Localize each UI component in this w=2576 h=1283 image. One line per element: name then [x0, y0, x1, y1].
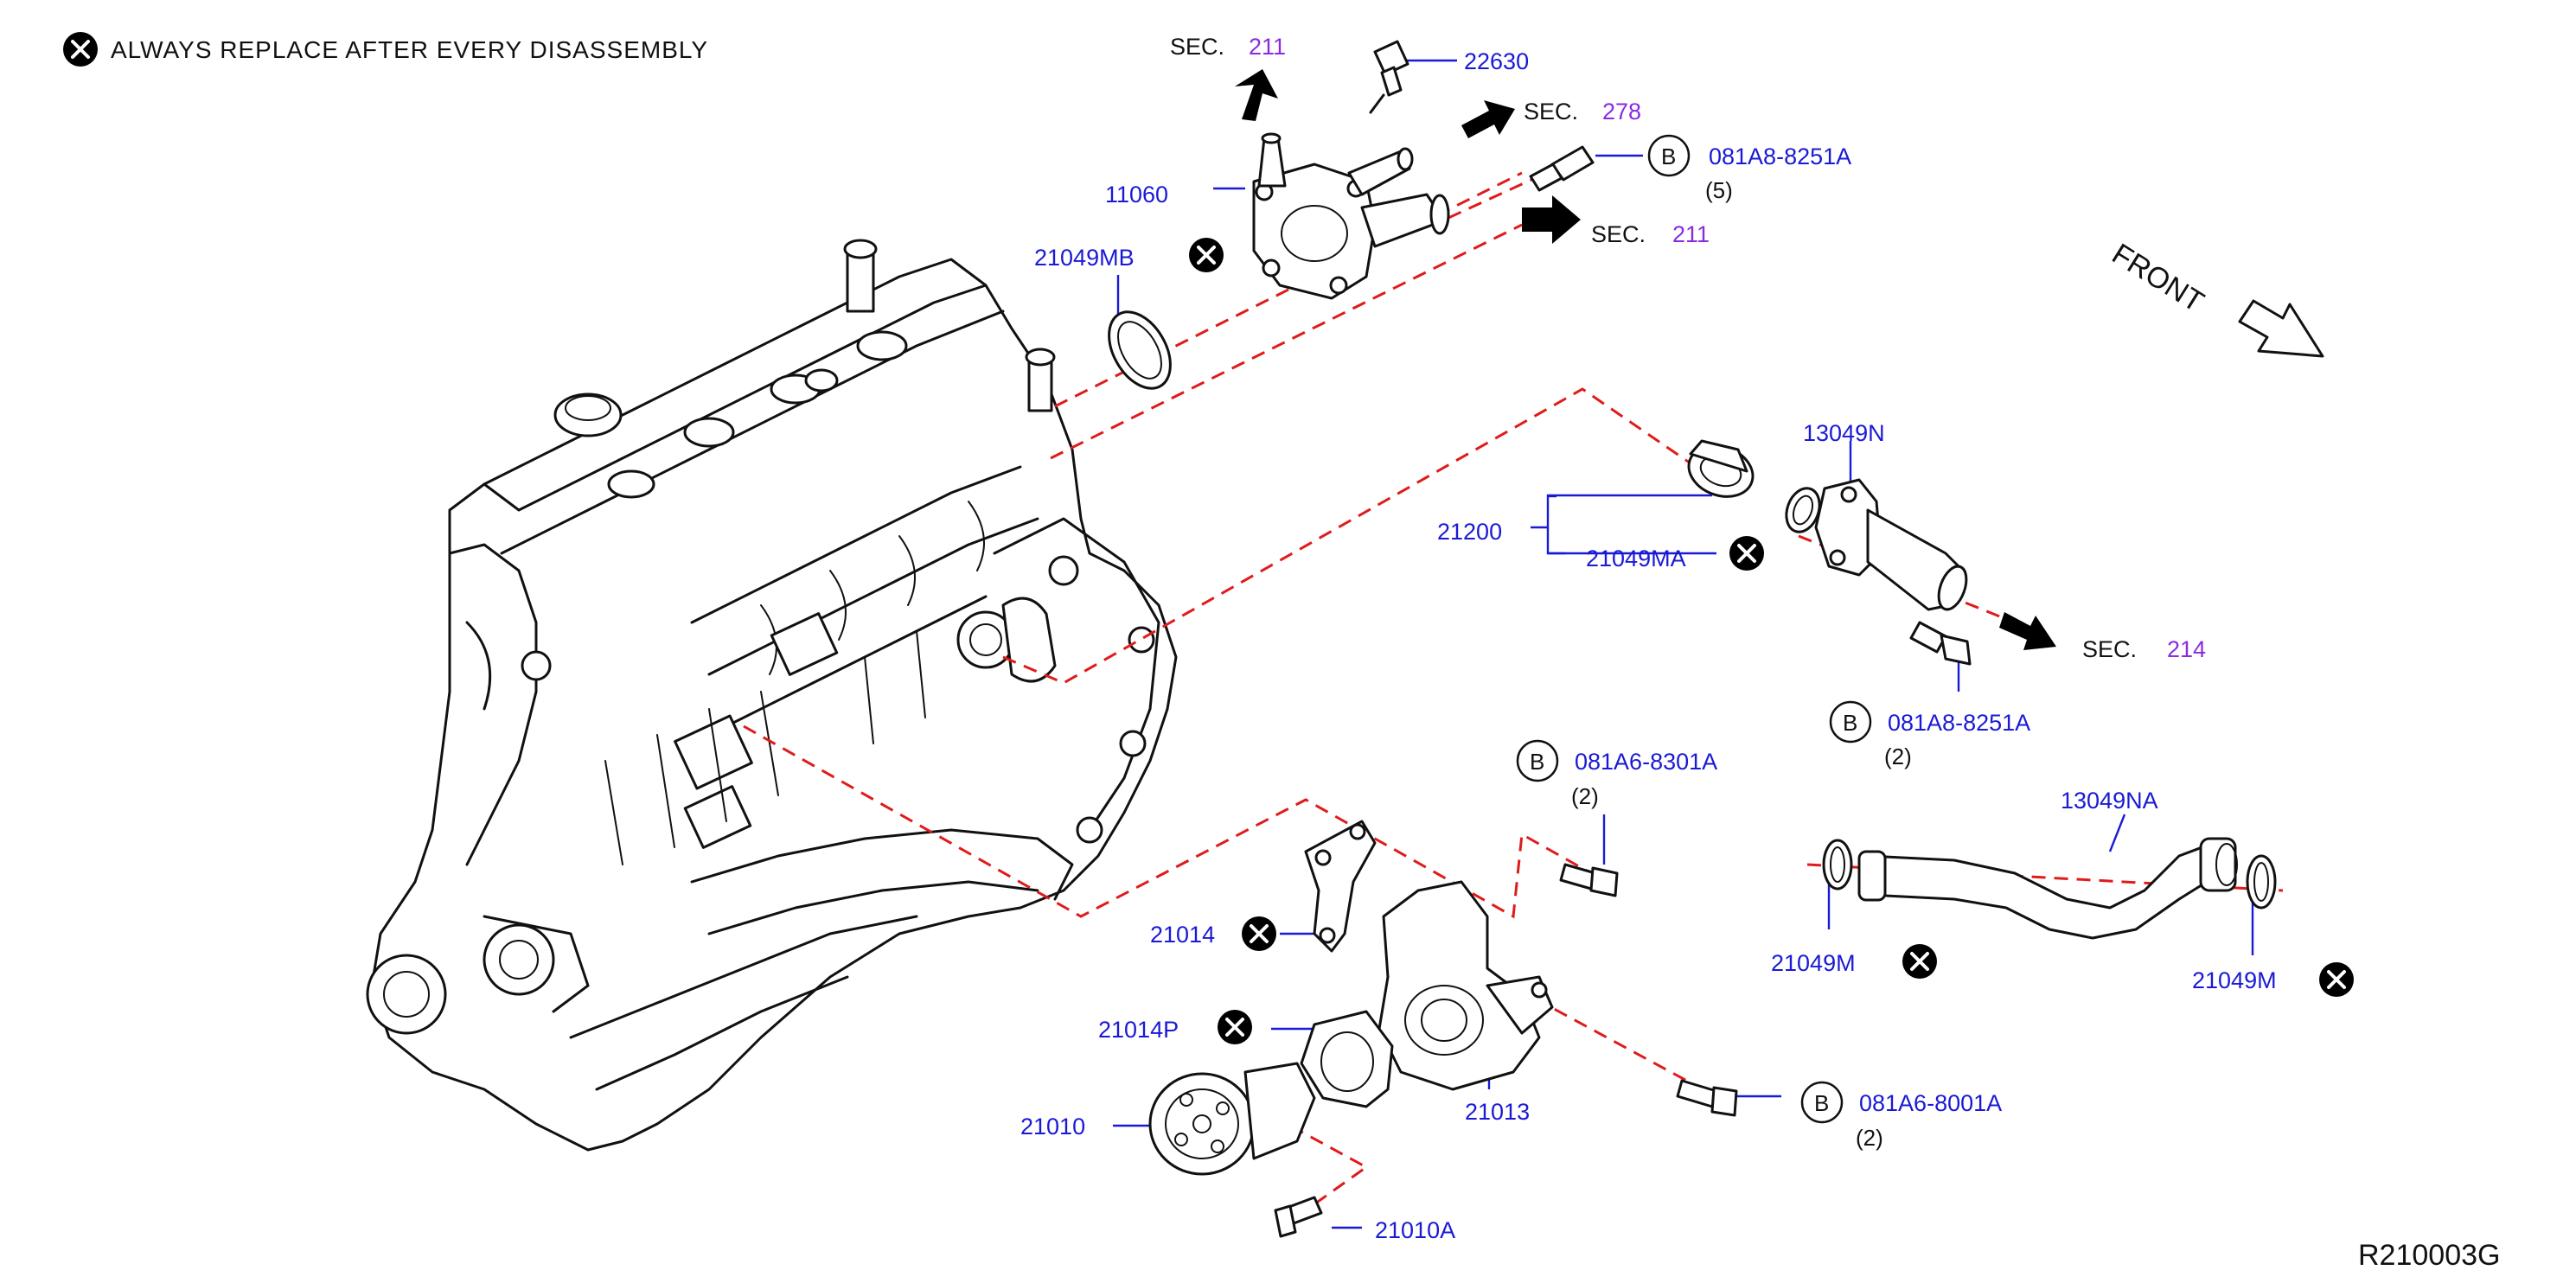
- part-label-081A6-8001A[interactable]: 081A6-8001A: [1859, 1090, 2002, 1116]
- engine-block-illustration: [366, 239, 1178, 1152]
- part-label-22630[interactable]: 22630: [1464, 48, 1529, 74]
- sec-number[interactable]: 214: [2167, 636, 2206, 662]
- part-label-21049M-right[interactable]: 21049M: [2192, 967, 2277, 993]
- b-letter: B: [1530, 749, 1544, 775]
- sec-ref-211-top[interactable]: SEC. 211: [1170, 34, 1286, 60]
- part-label-21200[interactable]: 21200: [1437, 519, 1502, 545]
- sec-word: SEC.: [1524, 99, 1578, 124]
- part-bolt-21010A: [1274, 1196, 1323, 1238]
- sec-ref-214[interactable]: SEC. 214: [2082, 636, 2206, 662]
- front-indicator: FRONT: [2106, 238, 2324, 358]
- part-label-081A6-8301A[interactable]: 081A6-8301A: [1575, 749, 1717, 775]
- sec-word: SEC.: [1591, 221, 1646, 247]
- x-circle-icon: [63, 32, 98, 67]
- part-13049N-housing: [1814, 478, 1968, 611]
- b-circle-icon: B: [1800, 1081, 1844, 1124]
- part-21200-thermostat: [1687, 439, 1755, 498]
- sec-number[interactable]: 278: [1602, 99, 1641, 124]
- quantity-081A8-8251A-mid: (2): [1884, 744, 1912, 769]
- b-circle-icon: B: [1516, 739, 1559, 782]
- part-22630-sensor: [1369, 40, 1409, 114]
- part-21049M-ring-right: [2246, 854, 2277, 910]
- part-label-21014P[interactable]: 21014P: [1098, 1017, 1179, 1043]
- x-circle-icon: [1242, 916, 1276, 951]
- part-11060-water-outlet: [1252, 132, 1450, 300]
- b-letter: B: [1843, 710, 1857, 736]
- sec-ref-211-right[interactable]: SEC. 211: [1591, 221, 1710, 247]
- b-circle-icon: B: [1647, 134, 1691, 177]
- part-label-21013[interactable]: 21013: [1465, 1099, 1530, 1125]
- part-label-21010A[interactable]: 21010A: [1375, 1217, 1455, 1243]
- part-label-13049NA[interactable]: 13049NA: [2061, 788, 2158, 814]
- part-bolt-081A8-8251A-top: [1529, 145, 1595, 192]
- part-bolt-081A8-8251A-mid: [1909, 621, 1972, 666]
- direction-arrow-icon: [1235, 69, 1278, 121]
- x-circle-icon: [1902, 944, 1937, 979]
- part-bolt-081A6-8301A: [1559, 863, 1619, 897]
- part-13049NA-pipe: [1857, 837, 2238, 940]
- part-21014-gasket: [1304, 820, 1377, 953]
- quantity-081A6-8001A: (2): [1856, 1125, 1883, 1151]
- front-arrow-icon: [2238, 299, 2324, 358]
- front-label: FRONT: [2106, 238, 2209, 319]
- quantity-081A8-8251A-top: (5): [1705, 177, 1733, 203]
- part-label-21014[interactable]: 21014: [1150, 922, 1215, 948]
- part-21013-housing: [1377, 880, 1554, 1091]
- b-circle-icon: B: [1829, 700, 1872, 744]
- diagram-reference-code: R210003G: [2358, 1239, 2500, 1272]
- sec-number[interactable]: 211: [1672, 221, 1710, 247]
- b-letter: B: [1661, 144, 1676, 169]
- direction-arrow-icon: [1461, 100, 1515, 138]
- part-21049M-ring-left: [1822, 839, 1853, 890]
- part-label-081A8-8251A-mid[interactable]: 081A8-8251A: [1888, 710, 2030, 736]
- quantity-081A6-8301A: (2): [1571, 783, 1599, 809]
- part-label-13049N[interactable]: 13049N: [1803, 420, 1885, 446]
- b-letter: B: [1814, 1090, 1829, 1116]
- sec-word: SEC.: [1170, 34, 1224, 60]
- part-label-081A8-8251A-top[interactable]: 081A8-8251A: [1709, 144, 1851, 169]
- part-bolt-081A6-8001A: [1676, 1079, 1738, 1117]
- x-circle-icon: [1729, 536, 1764, 571]
- part-label-21049MA[interactable]: 21049MA: [1586, 546, 1686, 571]
- sec-ref-278[interactable]: SEC. 278: [1524, 99, 1641, 124]
- part-21014P-gasket: [1300, 1010, 1394, 1108]
- part-21010-pump: [1148, 1062, 1316, 1176]
- x-circle-icon: [1218, 1010, 1252, 1044]
- part-21049MB-gasket: [1108, 310, 1172, 390]
- part-label-11060[interactable]: 11060: [1105, 182, 1168, 207]
- replace-note: ALWAYS REPLACE AFTER EVERY DISASSEMBLY: [63, 32, 708, 67]
- direction-arrow-icon: [1999, 612, 2056, 650]
- direction-arrow-icon: [1522, 195, 1581, 244]
- sec-word: SEC.: [2082, 636, 2137, 662]
- sec-number[interactable]: 211: [1249, 34, 1286, 60]
- part-label-21049M-left[interactable]: 21049M: [1771, 950, 1856, 976]
- part-label-21010[interactable]: 21010: [1020, 1114, 1085, 1139]
- part-label-21049MB[interactable]: 21049MB: [1034, 245, 1135, 271]
- x-circle-icon: [2319, 962, 2354, 997]
- x-circle-icon: [1189, 238, 1224, 272]
- replace-note-text: ALWAYS REPLACE AFTER EVERY DISASSEMBLY: [111, 36, 708, 63]
